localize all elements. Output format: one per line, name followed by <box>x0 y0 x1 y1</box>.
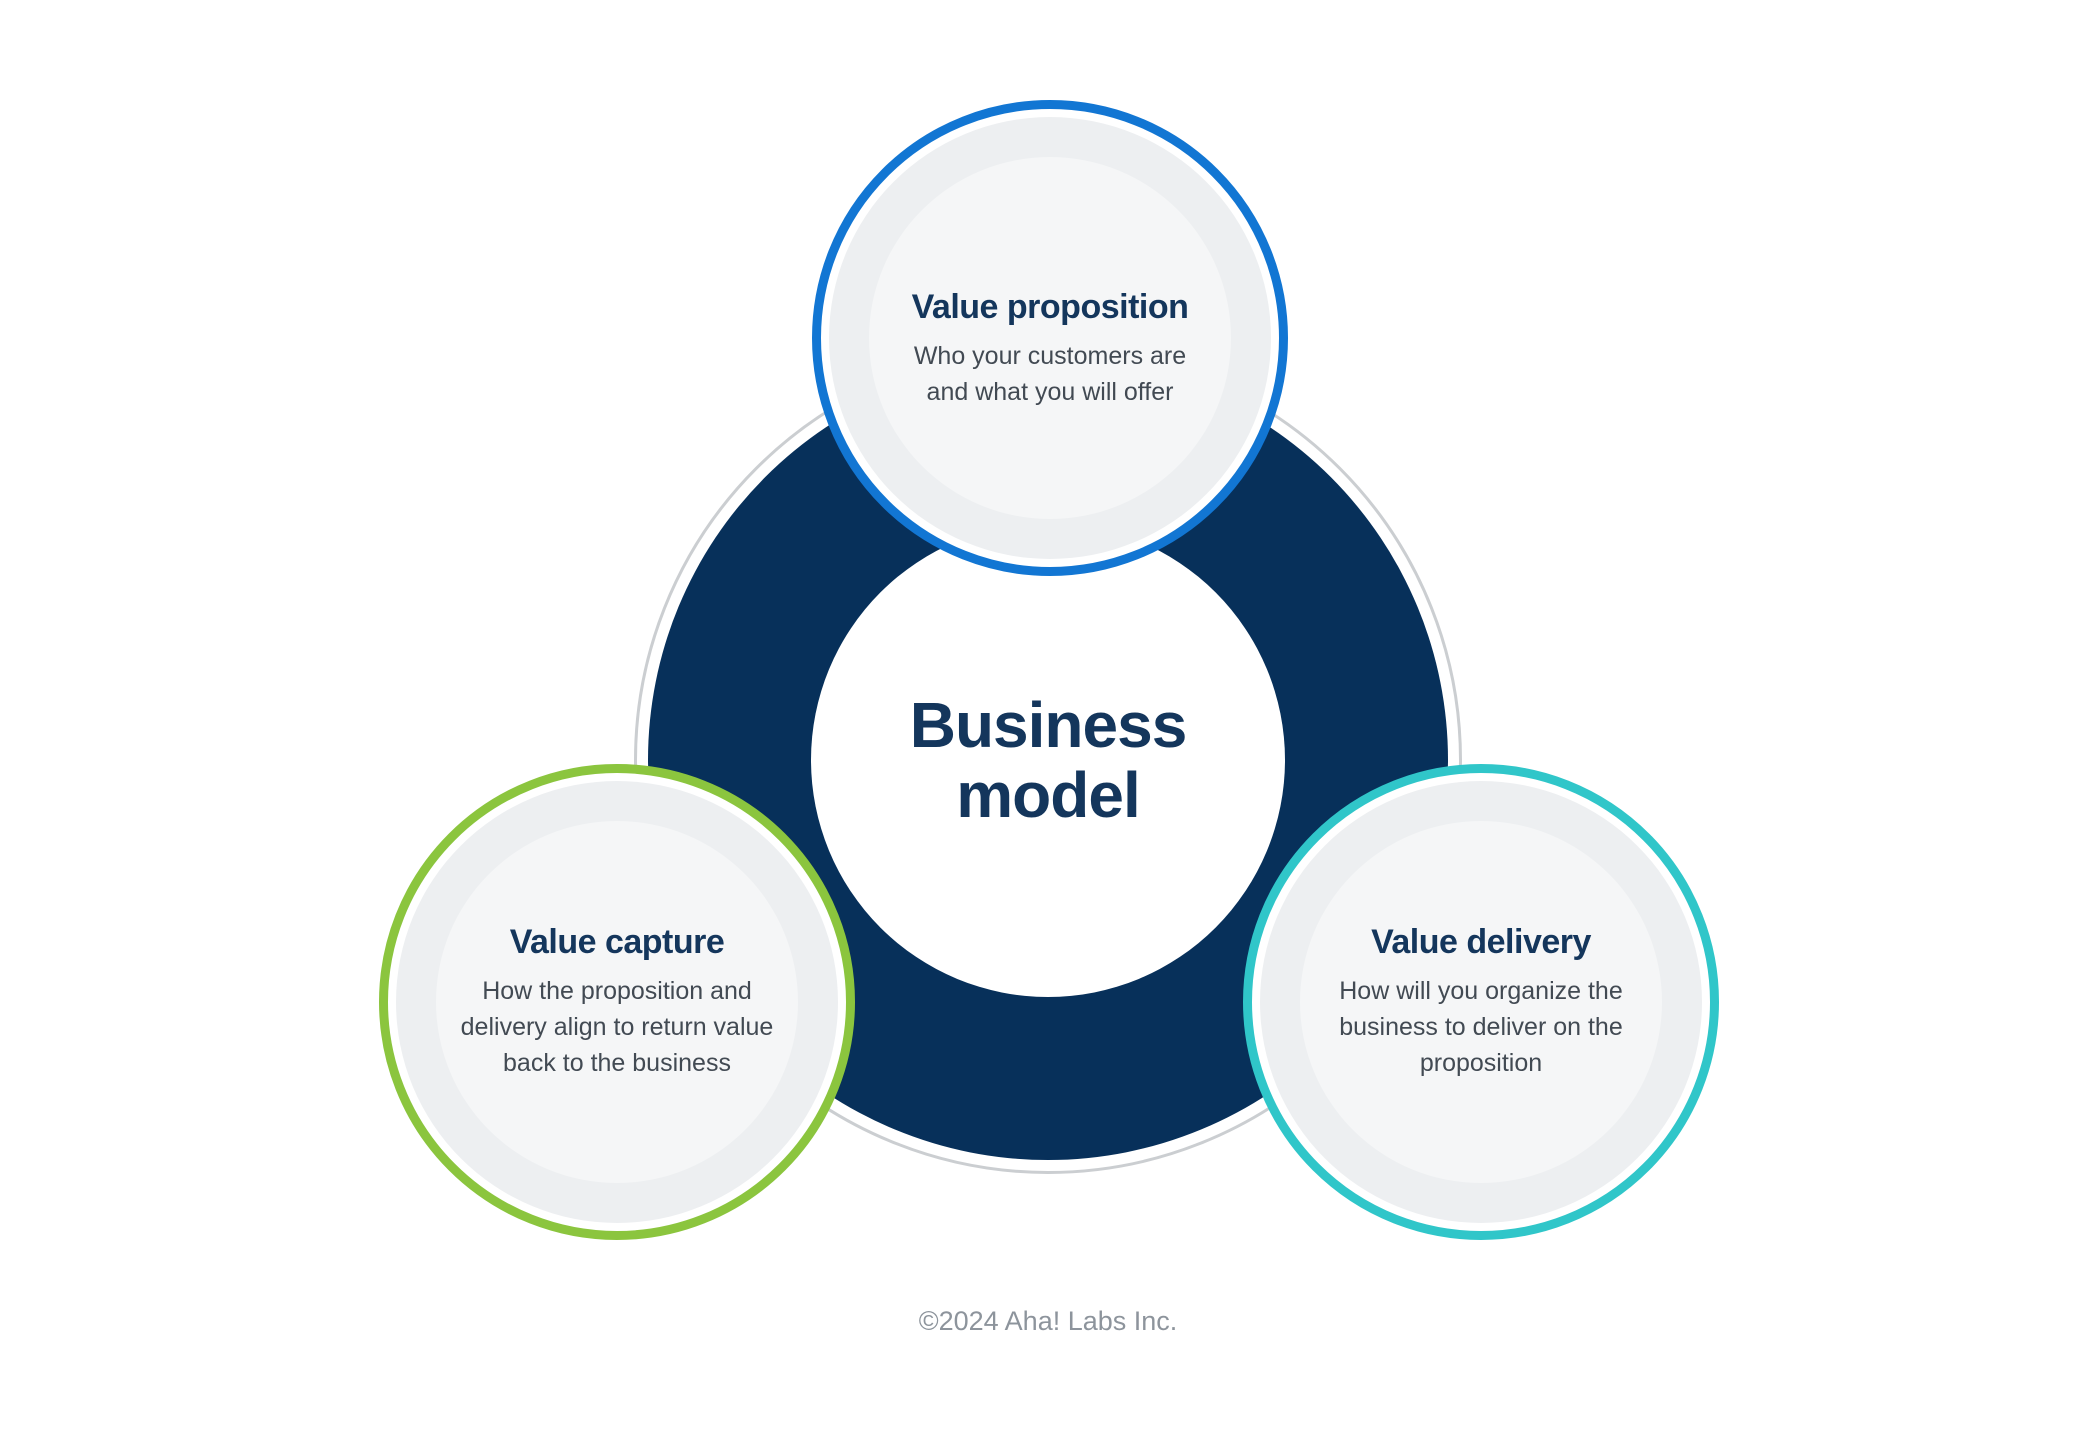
circle-text-block: Value proposition Who your customers are… <box>894 266 1206 411</box>
circle-description: Who your customers are and what you will… <box>913 341 1187 407</box>
circle-fill-inner <box>436 821 798 1183</box>
circle-fill-inner <box>1300 821 1662 1183</box>
circle-value-proposition: Value proposition Who your customers are… <box>812 100 1288 576</box>
center-circle: Business model <box>811 523 1285 997</box>
circle-fill-inner <box>869 157 1231 519</box>
circle-title: Value delivery <box>1371 922 1591 961</box>
circle-value-delivery: Value delivery How will you organize the… <box>1243 764 1719 1240</box>
circle-text-block: Value delivery How will you organize the… <box>1315 923 1647 1082</box>
circle-value-capture: Value capture How the proposition and de… <box>379 764 855 1240</box>
circle-description: How will you organize the business to de… <box>1339 976 1623 1078</box>
circle-text-block: Value capture How the proposition and de… <box>451 923 783 1082</box>
footer-copyright: ©2024 Aha! Labs Inc. <box>918 1306 1178 1336</box>
circle-title: Value proposition <box>911 287 1189 326</box>
diagram-title: Business model <box>909 688 1188 831</box>
circle-description: How the proposition and delivery align t… <box>460 976 774 1078</box>
circle-title: Value capture <box>509 922 725 961</box>
